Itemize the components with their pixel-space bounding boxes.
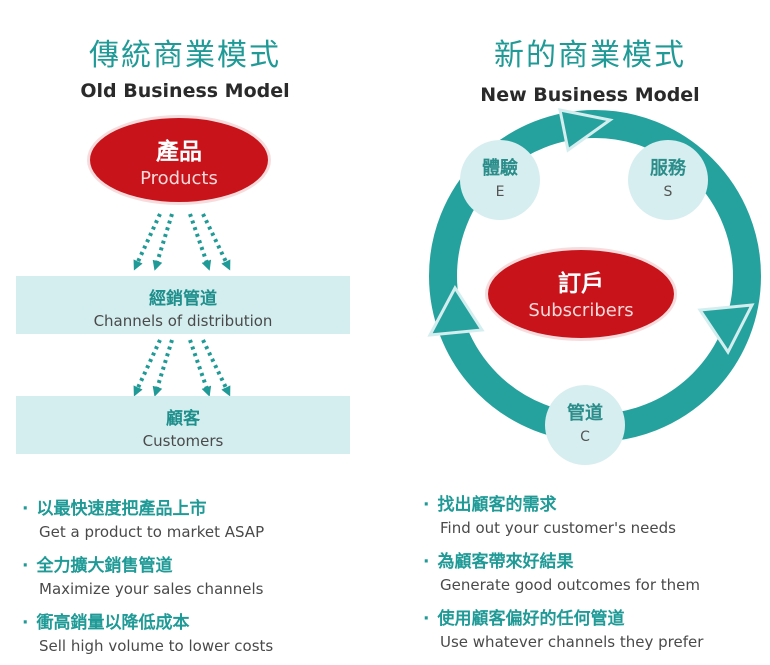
old-model-title-en: Old Business Model	[80, 80, 290, 102]
products-label-zh: 產品	[156, 139, 202, 165]
products-ellipse: 產品 Products	[90, 118, 268, 202]
old-model-title-zh: 傳統商業模式	[89, 38, 281, 73]
customers-band: 顧客 Customers	[16, 396, 350, 454]
old-bullet-2-en: Maximize your sales channels	[39, 580, 264, 598]
new-model-bullets: ·找出顧客的需求 Find out your customer's needs …	[423, 490, 763, 661]
arrow-bottom-3	[188, 339, 212, 397]
cycle-arrowhead-top	[558, 108, 614, 153]
old-bullet-3: ·衝高銷量以降低成本 Sell high volume to lower cos…	[22, 608, 352, 655]
arrow-top-3	[188, 213, 212, 271]
node-service-en: S	[663, 184, 673, 200]
subscribers-label-en: Subscribers	[528, 300, 634, 321]
arrow-top-1	[133, 213, 162, 271]
arrow-bottom-1	[133, 339, 162, 397]
new-model-title-zh: 新的商業模式	[494, 38, 686, 73]
arrow-bottom-4	[201, 339, 231, 397]
channels-band: 經銷管道 Channels of distribution	[16, 276, 350, 334]
arrow-bottom-2	[152, 339, 174, 397]
old-bullet-3-zh: 衝高銷量以降低成本	[36, 613, 190, 633]
new-bullet-3: ·使用顧客偏好的任何管道 Use whatever channels they …	[423, 604, 763, 651]
new-bullet-2-zh: 為顧客帶來好結果	[437, 552, 574, 572]
products-label-en: Products	[140, 168, 218, 189]
old-model-bullets: ·以最快速度把產品上市 Get a product to market ASAP…	[22, 494, 352, 665]
customers-label-en: Customers	[142, 432, 224, 450]
channels-label-zh: 經銷管道	[149, 289, 217, 309]
node-experience: 體驗 E	[460, 140, 540, 220]
arrow-top-2	[152, 213, 174, 271]
old-bullet-1-zh: 以最快速度把產品上市	[36, 499, 207, 519]
arrow-top-4	[201, 213, 231, 271]
node-experience-en: E	[495, 184, 505, 200]
old-bullet-2-zh: 全力擴大銷售管道	[36, 556, 173, 576]
old-bullet-1-en: Get a product to market ASAP	[39, 523, 265, 541]
subscribers-label-zh: 訂戶	[558, 271, 604, 297]
node-channel: 管道 C	[545, 385, 625, 465]
cycle-arrowhead-right	[697, 303, 755, 355]
new-bullet-2: ·為顧客帶來好結果 Generate good outcomes for the…	[423, 547, 763, 594]
node-service-zh: 服務	[650, 158, 686, 179]
new-bullet-3-zh: 使用顧客偏好的任何管道	[437, 609, 625, 629]
new-model-title-en: New Business Model	[480, 84, 700, 106]
old-bullet-3-en: Sell high volume to lower costs	[39, 637, 274, 655]
node-channel-en: C	[580, 429, 590, 445]
node-channel-zh: 管道	[567, 403, 603, 424]
customers-label-zh: 顧客	[166, 409, 200, 429]
subscribers-ellipse: 訂戶 Subscribers	[488, 250, 674, 338]
node-experience-zh: 體驗	[482, 158, 518, 179]
new-bullet-1: ·找出顧客的需求 Find out your customer's needs	[423, 490, 763, 537]
node-service: 服務 S	[628, 140, 708, 220]
old-bullet-1: ·以最快速度把產品上市 Get a product to market ASAP	[22, 494, 352, 541]
new-bullet-1-en: Find out your customer's needs	[440, 519, 676, 537]
old-bullet-2: ·全力擴大銷售管道 Maximize your sales channels	[22, 551, 352, 598]
new-bullet-2-en: Generate good outcomes for them	[440, 576, 701, 594]
channels-label-en: Channels of distribution	[93, 312, 273, 330]
cycle-arrowhead-left	[427, 285, 485, 337]
new-bullet-3-en: Use whatever channels they prefer	[440, 633, 704, 651]
new-bullet-1-zh: 找出顧客的需求	[437, 495, 557, 515]
